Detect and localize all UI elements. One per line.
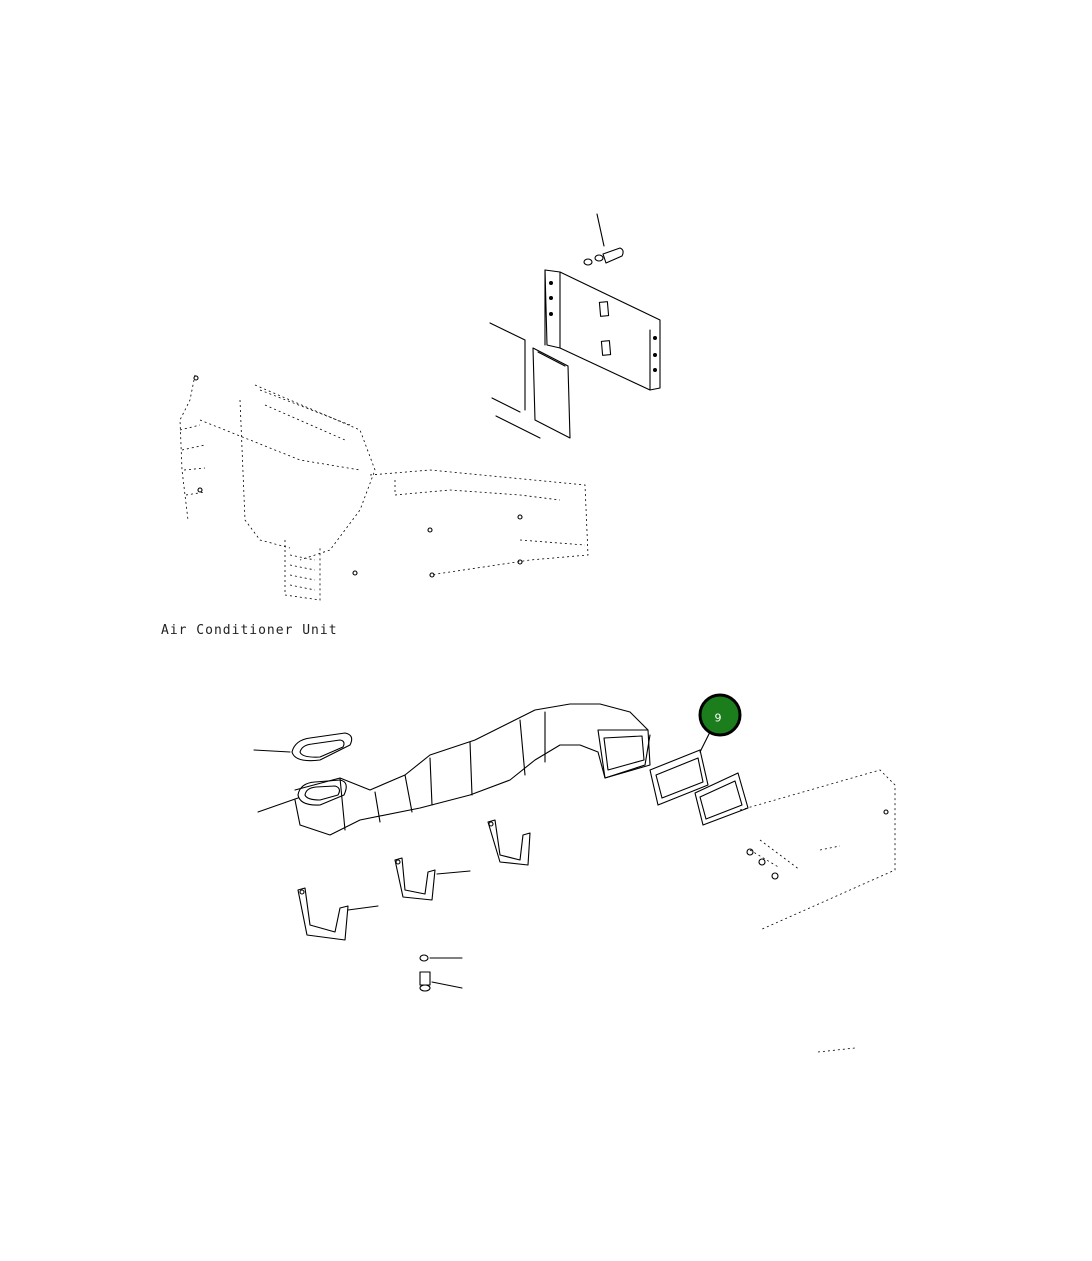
- outlet-gasket-2: [694, 772, 749, 826]
- page-mark: [817, 1047, 856, 1053]
- hardware: [419, 954, 463, 992]
- air-conditioner-unit: [179, 374, 589, 601]
- outlet-gasket-1: [649, 731, 711, 806]
- bracket-3: [297, 887, 379, 941]
- bracket-2: [394, 857, 471, 901]
- inlet-gasket: [253, 732, 353, 813]
- top-bolt: [583, 213, 624, 266]
- callout-9-circle: [698, 693, 742, 737]
- callout-9[interactable]: 9: [698, 693, 742, 737]
- air-duct: [294, 703, 651, 836]
- cover-plate: [544, 269, 661, 391]
- floor-box: [739, 769, 896, 931]
- callout-9-label: 9: [715, 712, 722, 725]
- unit-caption: Air Conditioner Unit: [161, 623, 338, 638]
- filter-panel: [489, 322, 571, 439]
- bracket-1: [487, 819, 531, 866]
